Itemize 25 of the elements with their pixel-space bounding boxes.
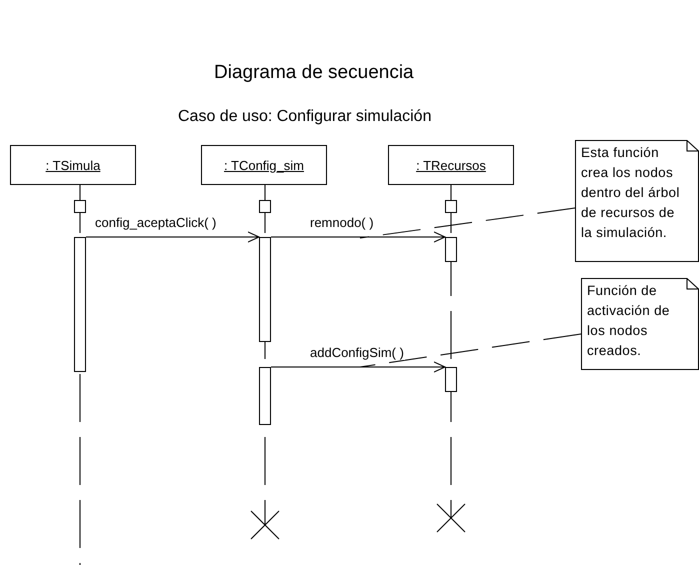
message-arrow [270, 232, 446, 242]
object-box: : TSimula [10, 145, 136, 185]
activation-bar [74, 237, 86, 372]
note-text: Función de activación de los nodos creados. [586, 282, 671, 360]
activation-bar [74, 200, 86, 213]
message-label: addConfigSim( ) [309, 345, 405, 360]
message-label: config_aceptaClick( ) [94, 215, 218, 230]
subtitle: Caso de uso: Configurar simulación [178, 108, 432, 126]
message-arrow [86, 232, 260, 242]
activation-bar [445, 200, 457, 213]
note-box [581, 278, 699, 370]
activation-bar [259, 237, 271, 342]
diagram-title: Diagrama de secuencia [214, 62, 414, 84]
note-text: Esta función crea los nodos dentro del árbol de recursos de la simulación. [580, 144, 681, 242]
note-box [575, 140, 699, 262]
object-box: : TConfig_sim [201, 145, 327, 185]
message-label: remnodo( ) [309, 215, 375, 230]
activation-bar [259, 367, 271, 425]
activation-bar [259, 200, 271, 213]
object-box: : TRecursos [388, 145, 514, 185]
message-arrow [270, 362, 446, 372]
leader-line [360, 208, 576, 238]
activation-bar [445, 367, 457, 392]
leader-line [360, 334, 582, 368]
activation-bar [445, 237, 457, 262]
